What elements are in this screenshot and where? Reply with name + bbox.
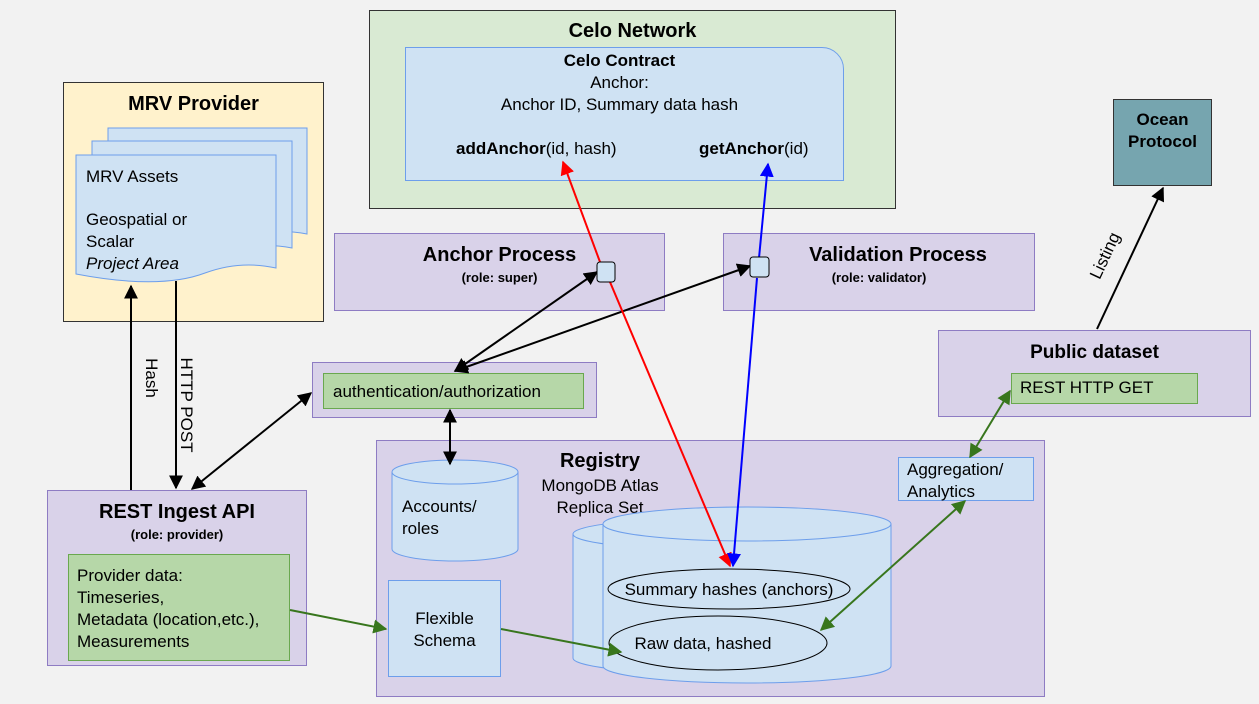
anchor-process-title: Anchor Process xyxy=(422,244,577,266)
mrv-assets-document-stack xyxy=(75,127,308,283)
rest-ingest-title: REST Ingest API xyxy=(99,501,255,523)
add-anchor-flow-to-contract xyxy=(560,160,601,263)
ocean-protocol-title-line2: Protocol xyxy=(1128,132,1197,151)
ocean-protocol-box xyxy=(1113,99,1212,186)
accounts-database-icon xyxy=(391,459,519,562)
auth-label: authentication/authorization xyxy=(333,382,541,401)
validation-process-title: Validation Process xyxy=(809,244,987,266)
celo-contract-box xyxy=(405,47,844,181)
registry-title: Registry xyxy=(559,450,641,472)
listing-arrow xyxy=(1096,186,1164,330)
http-post-label: HTTP POST xyxy=(177,357,196,452)
raw-data-aggregation-arrow xyxy=(819,500,967,631)
flexible-schema-line-1: Flexible xyxy=(415,609,474,628)
provider-data-line-2: Timeseries, xyxy=(77,588,165,607)
rest-ingest-role: (role: provider) xyxy=(130,527,224,542)
celo-contract-title: Celo Contract xyxy=(563,51,676,70)
add-anchor-function: addAnchor(id, hash) xyxy=(456,139,617,159)
provider-to-schema-arrow xyxy=(289,609,388,634)
validation-process-role: (role: validator) xyxy=(831,270,927,285)
anchor-process-connector xyxy=(596,261,616,283)
auth-anchor-arrow xyxy=(453,271,599,372)
provider-data-line-3: Metadata (location,etc.), xyxy=(77,610,260,629)
registry-subtitle-2: Replica Set xyxy=(556,498,644,517)
provider-data-line-1: Provider data: xyxy=(77,566,183,585)
validation-process-connector xyxy=(749,256,770,278)
flexible-schema-line-2: Schema xyxy=(413,631,476,650)
provider-data-box xyxy=(68,554,290,661)
ingest-auth-arrow xyxy=(190,392,313,490)
aggregation-public-arrow xyxy=(969,389,1011,459)
add-anchor-flow-to-registry xyxy=(609,281,732,568)
provider-data-line-4: Measurements xyxy=(77,632,190,651)
hash-label: Hash xyxy=(142,358,161,398)
add-anchor-name: addAnchor xyxy=(456,139,546,158)
auth-validation-arrow xyxy=(453,263,752,374)
get-anchor-function: getAnchor(id) xyxy=(699,139,809,159)
registry-subtitle-1: MongoDB Atlas xyxy=(541,476,659,495)
summary-hashes-label: Summary hashes (anchors) xyxy=(625,580,834,599)
rest-http-get-box xyxy=(1011,373,1198,404)
get-anchor-name: getAnchor xyxy=(699,139,784,158)
aggregation-line-2: Analytics xyxy=(907,482,976,501)
accounts-line-1: Accounts/ xyxy=(402,497,477,516)
public-dataset-title: Public dataset xyxy=(1030,342,1159,363)
aggregation-box xyxy=(898,457,1034,501)
schema-to-raw-data-arrow xyxy=(500,628,623,657)
mrv-assets-line-2: Geospatial or xyxy=(86,210,187,229)
mrv-assets-line-3: Scalar xyxy=(86,232,135,251)
aggregation-line-1: Aggregation/ xyxy=(907,460,1004,479)
mrv-assets-line-1: MRV Assets xyxy=(86,167,178,186)
raw-data-label: Raw data, hashed xyxy=(634,634,771,653)
auth-box xyxy=(323,373,584,409)
ocean-protocol-title-line1: Ocean xyxy=(1136,110,1189,129)
anchor-fields: Anchor ID, Summary data hash xyxy=(500,95,739,114)
rest-http-get-label: REST HTTP GET xyxy=(1020,378,1154,397)
accounts-line-2: roles xyxy=(402,519,439,538)
celo-network-title: Celo Network xyxy=(568,20,697,42)
get-anchor-args: (id) xyxy=(784,139,809,158)
mrv-provider-title: MRV Provider xyxy=(128,93,259,115)
anchor-label: Anchor: xyxy=(590,73,649,92)
validation-process-box xyxy=(723,233,1035,311)
listing-label: Listing xyxy=(1086,229,1124,282)
get-anchor-flow-to-registry xyxy=(727,277,758,568)
add-anchor-args: (id, hash) xyxy=(545,139,617,158)
flexible-schema-box xyxy=(388,580,501,677)
get-anchor-flow-to-contract xyxy=(758,162,774,259)
mrv-assets-line-4: Project Area xyxy=(86,254,179,273)
